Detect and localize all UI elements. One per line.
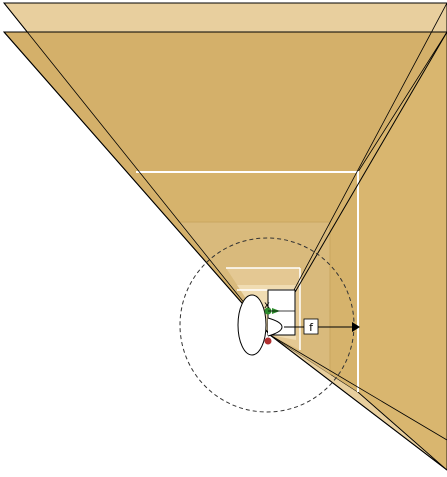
highlight-frame xyxy=(136,171,359,392)
eye-ellipse xyxy=(237,294,267,356)
x-label: x xyxy=(264,300,270,311)
frustum-edge-bottom xyxy=(269,334,447,471)
eye-lens xyxy=(267,317,283,337)
frustum-edge-bottom-2 xyxy=(269,334,447,441)
red-marker xyxy=(264,337,272,345)
frustum-edge-right-back xyxy=(269,2,447,336)
frustum-edge-left-back xyxy=(3,2,271,336)
f-label-box xyxy=(303,318,319,335)
f-arrow-head xyxy=(352,322,360,332)
frustum-edge-top-right xyxy=(269,31,447,336)
f-label: f xyxy=(309,321,314,334)
frustum-edge-left xyxy=(3,31,271,336)
